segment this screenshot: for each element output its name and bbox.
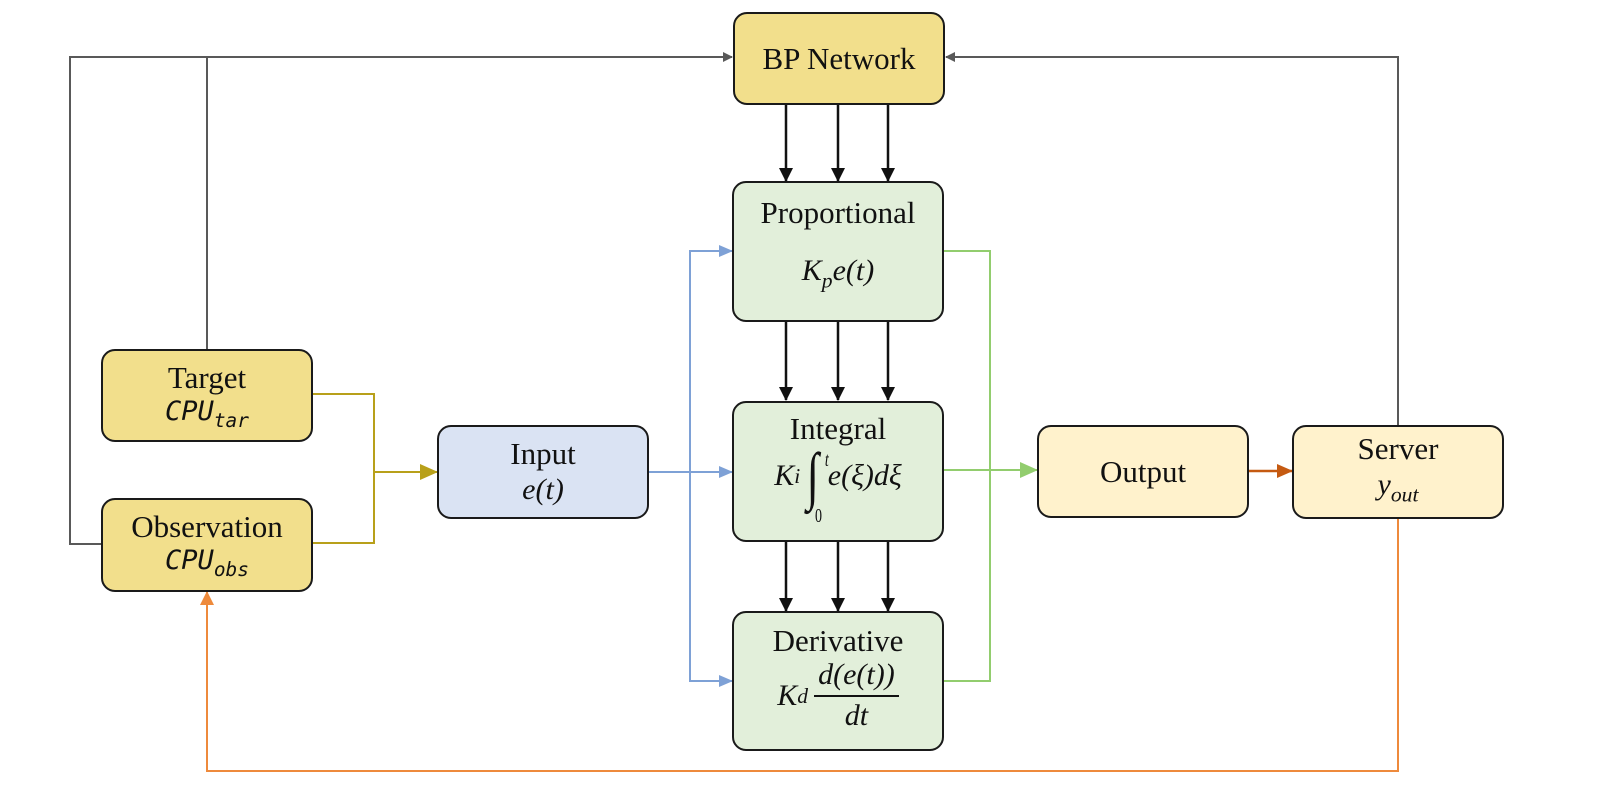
server-node: Server yout — [1292, 425, 1504, 519]
observation-var-base: CPU — [165, 545, 214, 577]
target-variable: CPUtar — [165, 396, 249, 432]
derivative-label: Derivative — [772, 623, 904, 658]
integrand: e(ξ)dξ — [827, 459, 902, 492]
kp-base: K — [801, 254, 822, 287]
integral-lower-limit: 0 — [815, 505, 823, 527]
proportional-to-output-line — [944, 250, 991, 470]
bp-network-node: BP Network — [733, 12, 945, 105]
proportional-expression: Kpe(t) — [802, 253, 874, 299]
server-var-base: y — [1377, 468, 1391, 502]
kp-sub: p — [821, 268, 833, 293]
server-to-observation-line — [200, 518, 1399, 772]
ki-base: K — [774, 459, 795, 492]
integral-label: Integral — [789, 411, 887, 446]
input-label: Input — [510, 436, 576, 471]
proportional-label: Proportional — [760, 195, 916, 230]
ki-sub: i — [794, 464, 801, 488]
target-to-input-line — [312, 393, 375, 472]
server-variable: yout — [1378, 467, 1419, 513]
derivative-to-output-line — [944, 470, 991, 682]
proportional-term: e(t) — [832, 254, 875, 287]
observation-var-sub: obs — [213, 557, 249, 581]
server-to-bp-line — [945, 52, 1399, 426]
server-label: Server — [1357, 431, 1439, 467]
observation-to-input-line — [312, 472, 375, 544]
derivative-fraction: d(e(t)) dt — [814, 659, 899, 733]
derivative-denominator: dt — [844, 699, 869, 732]
observation-label: Observation — [131, 509, 283, 545]
observation-to-bp-line — [69, 52, 733, 545]
output-node: Output — [1037, 425, 1249, 518]
derivative-numerator: d(e(t)) — [814, 659, 899, 697]
kd-base: K — [777, 679, 798, 712]
kd-sub: d — [797, 684, 809, 708]
input-to-derivative-arrow — [689, 472, 733, 687]
bp-network-label: BP Network — [762, 40, 916, 76]
target-var-sub: tar — [213, 408, 249, 432]
integral-upper-limit: t — [825, 449, 829, 471]
observation-variable: CPUobs — [165, 545, 249, 581]
proportional-node: Proportional Kpe(t) — [732, 181, 944, 322]
output-label: Output — [1099, 453, 1187, 489]
target-var-base: CPU — [165, 395, 214, 427]
target-node: Target CPUtar — [101, 349, 313, 442]
target-label: Target — [167, 359, 247, 395]
server-var-sub: out — [1390, 482, 1419, 507]
input-node: Input e(t) — [437, 425, 649, 519]
observation-node: Observation CPUobs — [101, 498, 313, 592]
input-to-proportional-arrow — [689, 245, 733, 472]
input-expression: e(t) — [522, 473, 564, 506]
